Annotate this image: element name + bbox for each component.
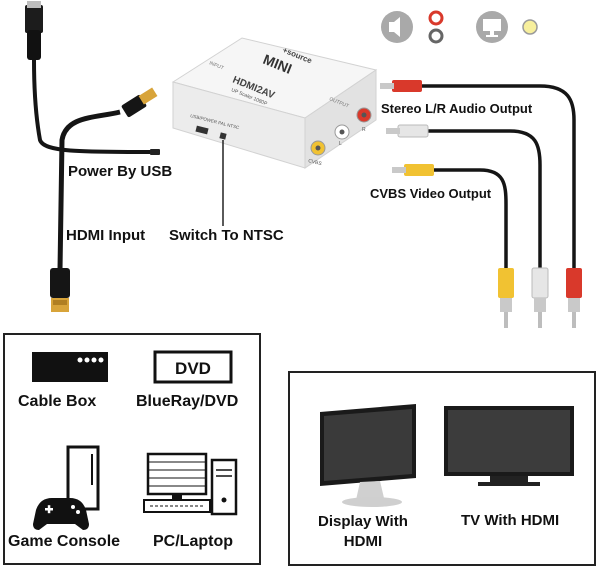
converter-port-cvbs: CVBS <box>308 158 323 167</box>
rca-cable-red <box>380 80 582 328</box>
hdmi-input-cable <box>57 109 121 271</box>
rca-cable-white <box>386 124 549 328</box>
hdmi-input-label: HDMI Input <box>66 227 146 244</box>
audio-jack-icon <box>428 10 444 44</box>
micro-usb-plug <box>150 149 160 155</box>
display-with-hdmi-label: Display With HDMI <box>318 513 408 550</box>
tv-hdmi-icon <box>444 406 574 486</box>
video-jack-icon <box>522 19 538 35</box>
monitor-display-icon <box>320 404 416 507</box>
converter-port-r: R <box>362 127 366 133</box>
cvbs-output-label: CVBS Video Output <box>370 186 492 201</box>
stereo-output-label: Stereo L/R Audio Output <box>381 101 533 116</box>
rca-cable-yellow <box>392 164 514 328</box>
tv-with-hdmi-label: TV With HDMI <box>461 512 560 529</box>
converter-port-l: L <box>339 141 342 147</box>
dvd-player-icon <box>153 350 233 384</box>
display-devices-panel <box>288 371 596 566</box>
cable-box-label: Cable Box <box>18 393 97 410</box>
dvd-device-text: DVD <box>175 359 211 378</box>
hdmi-plug-bottom <box>50 268 70 312</box>
game-console-icon <box>33 445 100 530</box>
power-by-usb-label: Power By USB <box>68 163 173 180</box>
switch-to-ntsc-label: Switch To NTSC <box>169 227 284 244</box>
source-devices-panel <box>3 333 261 565</box>
cable-box-icon <box>32 352 108 382</box>
speaker-icon <box>381 11 413 43</box>
converter-box <box>171 37 378 169</box>
hdmi-plug-top <box>121 87 158 118</box>
usb-cable <box>32 59 152 154</box>
pc-laptop-label: PC/Laptop <box>153 533 233 550</box>
blueray-dvd-label: BlueRay/DVD <box>136 393 239 410</box>
game-console-label: Game Console <box>8 533 121 550</box>
monitor-icon <box>476 11 508 43</box>
pc-laptop-icon <box>143 452 238 516</box>
usb-plug <box>25 1 43 60</box>
converter-port-input: INPUT <box>208 60 224 71</box>
